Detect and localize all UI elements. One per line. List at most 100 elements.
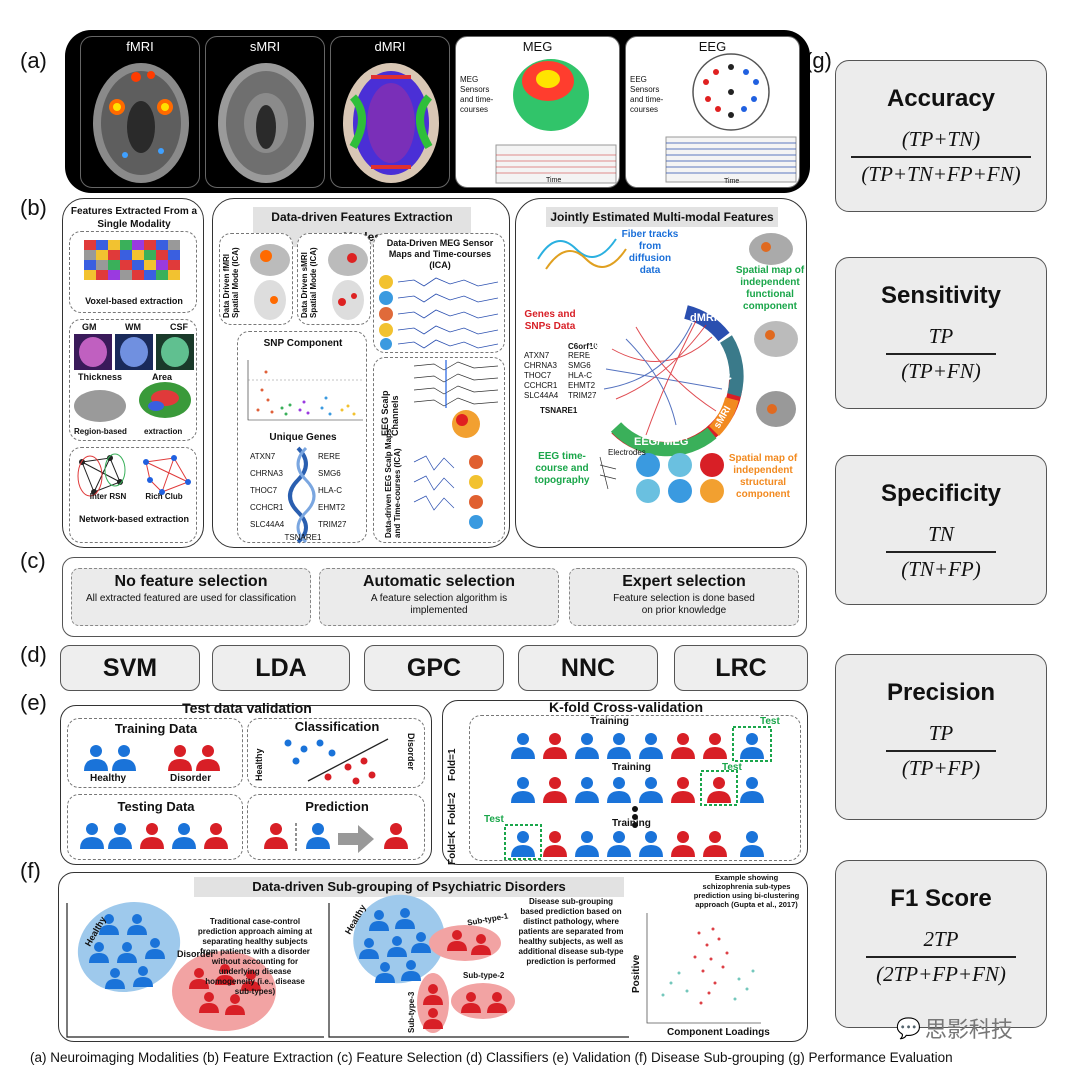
c6orf-label: C6orf10: [568, 342, 598, 351]
subgrouping-text: Disease sub-grouping based prediction ba…: [518, 897, 624, 966]
prediction-box: Prediction: [247, 794, 425, 860]
training-healthy-label: Healthy: [90, 773, 127, 784]
ring-dmri: dMRI: [690, 312, 717, 324]
fmri-title: fMRI: [126, 39, 154, 54]
panel-label-d: (d): [20, 642, 47, 667]
classification-scatter: [284, 738, 389, 785]
genes-right-list: RERE SMG6 HLA-C EHMT2 TRIM27: [318, 448, 363, 533]
feature-selection-panel: No feature selection All extracted featu…: [62, 557, 807, 637]
fraction-bar: [851, 156, 1031, 158]
modalities-panel: fMRI sMRI dMRI: [65, 30, 810, 193]
electrodes-label: Electrodes: [608, 448, 646, 457]
no-selection-box: No feature selection All extracted featu…: [71, 568, 311, 626]
prediction-arrow-image: [264, 823, 408, 853]
eeg-time-label: Time: [724, 178, 740, 185]
region-based-label: Region-based: [74, 427, 127, 436]
no-selection-sub: All extracted featured are used for clas…: [85, 593, 297, 604]
dd-meg-label: Data-Driven MEG Sensor Maps and Time-cou…: [386, 238, 494, 270]
kfold-people: [504, 726, 772, 860]
gene-label: SMG6: [318, 469, 341, 478]
watermark-text: 思影科技: [924, 1017, 1013, 1042]
joint-features-box: Jointly Estimated Multi-modal Features F…: [515, 198, 807, 548]
eeg-cap-image: [665, 53, 797, 183]
dd-smri-label: Data Driven sMRI Spatial Mode (ICA): [300, 247, 318, 318]
voxel-box: Voxel-based extraction: [69, 231, 197, 313]
metric-f1-score: F1 Score 2TP (2TP+FP+FN): [835, 860, 1047, 1028]
dd-meg-box: Data-Driven MEG Sensor Maps and Time-cou…: [373, 233, 505, 353]
metric-specificity: Specificity TN (TN+FP): [835, 455, 1047, 605]
metric-specificity-numerator: TN: [928, 522, 954, 546]
automatic-selection-sub: A feature selection algorithm is impleme…: [370, 593, 508, 616]
inter-rsn-label: Inter RSN: [89, 492, 127, 501]
classifier-nnc: NNC: [518, 645, 658, 691]
automatic-selection-title: Automatic selection: [362, 573, 516, 590]
gene-label: ATXN7: [250, 452, 276, 461]
automatic-selection-box: Automatic selection A feature selection …: [319, 568, 559, 626]
dmri-frame: dMRI: [330, 36, 450, 188]
no-selection-title: No feature selection: [114, 573, 268, 590]
snp-manhattan-image: [247, 360, 363, 421]
region-extraction-label: extraction: [144, 427, 183, 436]
scatter-ylabel: Positive: [631, 954, 642, 993]
dd-smri-image: [328, 244, 368, 320]
panel-label-a: (a): [20, 48, 47, 73]
gene-label: THOC7: [250, 486, 278, 495]
meg-head-image: [495, 59, 617, 184]
subgrouping-box: Data-driven Sub-grouping of Psychiatric …: [58, 872, 808, 1042]
kfold-title: K-fold Cross-validation: [548, 699, 703, 715]
smri-frame: sMRI: [205, 36, 325, 188]
voxel-label: Voxel-based extraction: [85, 296, 183, 306]
fold2-training-label: Training: [612, 762, 651, 773]
classification-label: Classification: [294, 719, 380, 734]
gene-label: CHRNA3: [524, 361, 557, 370]
classifier-gpc: GPC: [364, 645, 504, 691]
network-graph-image: [77, 453, 191, 497]
eeg-extraction-box: EEG Scalp Channels Data-driven EEG Scalp…: [373, 357, 505, 543]
training-people: [84, 745, 220, 771]
f-disorder-label: Disorder: [177, 949, 215, 959]
genes-left-list: ATXN7 CHRNA3 THOC7 CCHCR1 SLC44A4: [250, 448, 295, 533]
gene-label: TRIM27: [568, 391, 597, 400]
panel-label-c: (c): [20, 548, 46, 573]
thickness-label: Thickness: [78, 372, 123, 382]
foldk-test-label: Test: [484, 814, 504, 825]
meg-frame: MEG MEG Sensors and time-courses Time: [455, 36, 620, 188]
eeg-extraction-image: [413, 360, 499, 529]
data-driven-box: Data-driven Features Extraction Modes Da…: [212, 198, 510, 548]
subtype-3-label: Sub-type-3: [407, 991, 416, 1033]
fold1-test-label: Test: [760, 716, 780, 727]
scatter-xlabel: Component Loadings: [667, 1027, 770, 1038]
metric-sensitivity-denominator: (TP+FN): [901, 358, 981, 383]
circos-plot: [537, 233, 798, 503]
dd-fmri-label: Data Driven fMRI Spatial Mode (ICA): [222, 247, 240, 318]
training-data-label: Training Data: [114, 721, 198, 736]
panel-label-b: (b): [20, 195, 47, 220]
fiber-label: Fiber tracks from diffusion data: [621, 229, 679, 276]
gene-label: HLA-C: [568, 371, 593, 380]
area-label: Area: [152, 372, 173, 382]
watermark: 💬 思影科技: [896, 1012, 1013, 1044]
classification-box: Classification Healthy Disorder: [247, 718, 425, 788]
gene-label: THOC7: [524, 371, 552, 380]
metric-precision-denominator: (TP+FP): [901, 755, 981, 780]
eeg-frame: EEG EEG Sensors and time-courses Time: [625, 36, 800, 188]
traditional-approach-text: Traditional case-control prediction appr…: [197, 917, 313, 996]
smri-title: sMRI: [249, 39, 281, 54]
foldk-training-label: Training: [612, 818, 651, 829]
snp-box: SNP Component Unique Genes ATXN7 CHRNA3 …: [237, 331, 367, 544]
gene-label: EHMT2: [568, 381, 596, 390]
testing-data-label: Testing Data: [117, 799, 195, 814]
testing-people: [80, 823, 228, 849]
metric-sensitivity: Sensitivity TP (TP+FN): [835, 257, 1047, 409]
metric-specificity-name: Specificity: [880, 480, 1002, 507]
gene-label: CHRNA3: [250, 469, 283, 478]
gene-label: SMG6: [568, 361, 591, 370]
gm-label: GM: [82, 322, 97, 332]
gene-bottom-label: TSNARE1: [284, 533, 322, 542]
metric-sensitivity-numerator: TP: [928, 324, 954, 348]
gene-label: RERE: [318, 452, 341, 461]
panel-label-e: (e): [20, 690, 47, 715]
metric-accuracy: Accuracy (TP+TN) (TP+TN+FP+FN): [835, 60, 1047, 212]
meg-time-label: Time: [546, 177, 562, 184]
metric-precision-name: Precision: [886, 679, 996, 706]
